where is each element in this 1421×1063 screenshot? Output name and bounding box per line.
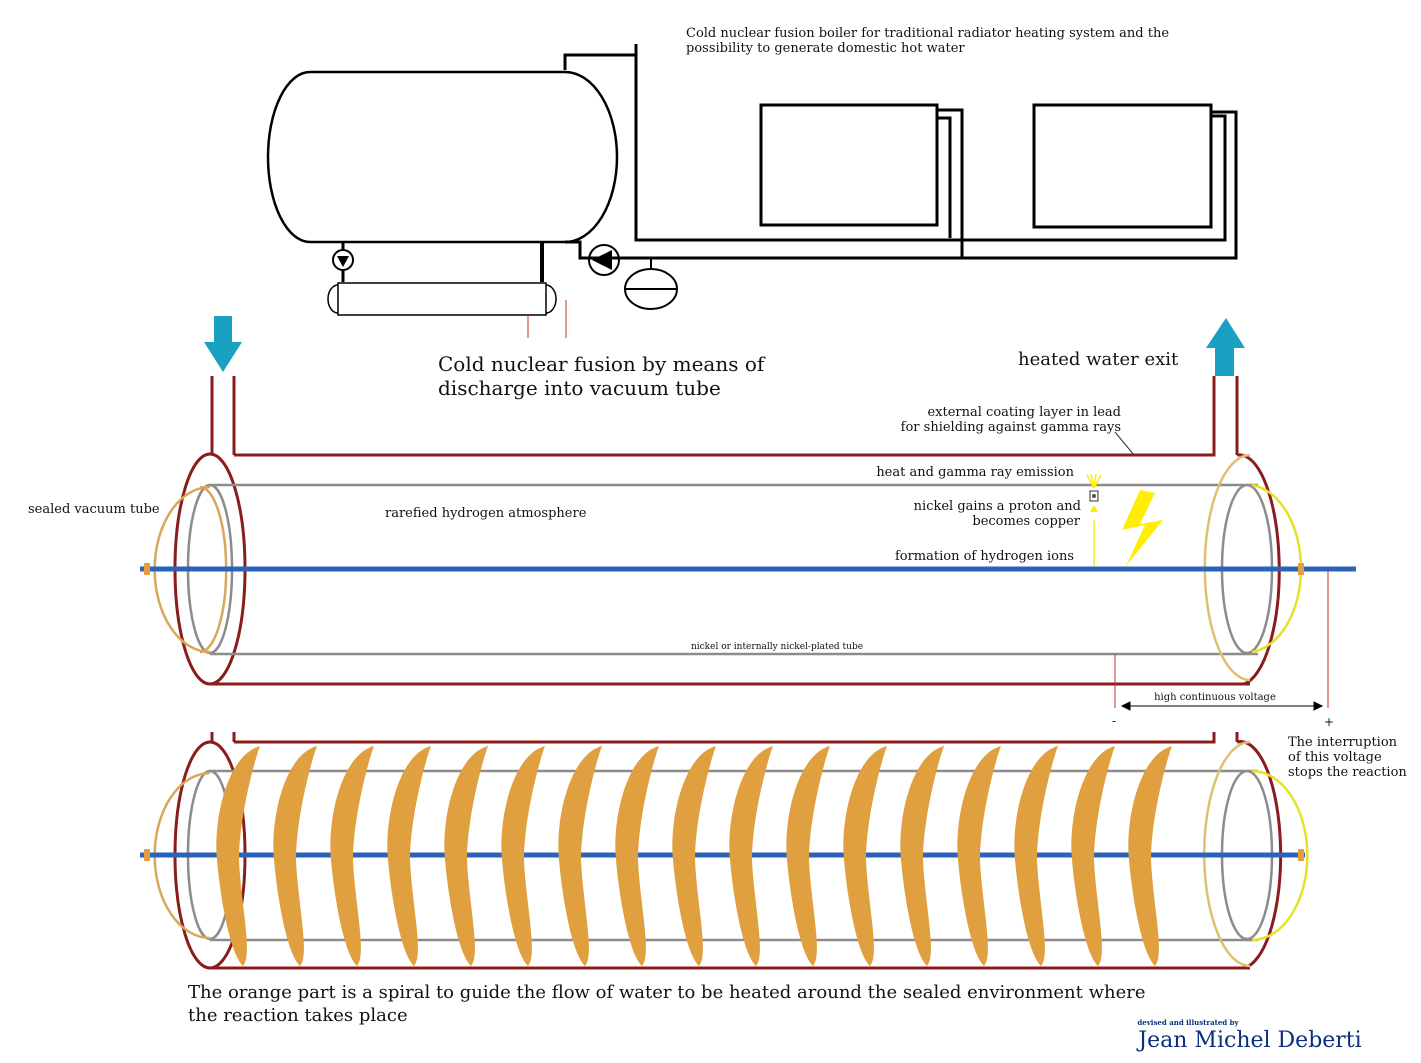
voltage-label: high continuous voltage xyxy=(1154,692,1276,703)
tube-heading-line2: discharge into vacuum tube xyxy=(438,376,721,400)
emission-label: heat and gamma ray emission xyxy=(876,465,1074,480)
spiral-coil xyxy=(1014,746,1058,966)
atmosphere-label: rarefied hydrogen atmosphere xyxy=(385,506,587,521)
tube-heading-line1: Cold nuclear fusion by means of xyxy=(438,352,766,376)
boiler-title-line2: possibility to generate domestic hot wat… xyxy=(686,41,965,56)
electrode-cap-right xyxy=(1298,563,1304,575)
spiral-coil xyxy=(216,746,260,966)
spiral-coil xyxy=(558,746,602,966)
spiral-coil xyxy=(387,746,431,966)
exit-label: heated water exit xyxy=(1018,349,1179,370)
inlet-arrow-icon xyxy=(204,316,242,372)
plus-terminal: + xyxy=(1324,715,1334,729)
outlet-arrow-icon xyxy=(1206,318,1245,376)
voltage-arrow xyxy=(1120,701,1324,711)
boiler-system xyxy=(266,44,1238,338)
boiler-tank xyxy=(266,70,619,244)
spiral-coil xyxy=(330,746,374,966)
spiral-coils xyxy=(216,746,1172,966)
voltage-leads xyxy=(1114,571,1329,708)
radiator-2 xyxy=(1032,103,1213,229)
spiral-coil xyxy=(957,746,1001,966)
sealed-tube-label: sealed vacuum tube xyxy=(28,502,160,517)
spiral-coil xyxy=(843,746,887,966)
spiral-coil xyxy=(501,746,545,966)
radiator-1-feed xyxy=(938,108,964,258)
spiral-coil xyxy=(273,746,317,966)
coating-label-line2: for shielding against gamma rays xyxy=(901,420,1121,435)
lead-shell xyxy=(173,376,1281,686)
credit-small: devised and illustrated by xyxy=(1137,1018,1239,1027)
electrode-cap-left xyxy=(144,563,150,575)
minus-terminal: - xyxy=(1112,714,1116,728)
spiral-lead-shell xyxy=(173,732,1283,970)
spiral-coil xyxy=(786,746,830,966)
boiler-title-line1: Cold nuclear fusion boiler for tradition… xyxy=(686,26,1169,41)
discharge-spark-icon xyxy=(1122,490,1163,566)
nickel-tube-label: nickel or internally nickel-plated tube xyxy=(691,642,863,652)
interrupt-line1: The interruption xyxy=(1288,735,1398,750)
spiral-coil xyxy=(900,746,944,966)
nickel-label-line1: nickel gains a proton and xyxy=(914,499,1081,514)
ions-label: formation of hydrogen ions xyxy=(895,549,1074,564)
spiral-coil xyxy=(615,746,659,966)
pump-icon xyxy=(588,244,620,276)
gamma-emission-icon xyxy=(1086,473,1102,566)
spiral-caption-line1: The orange part is a spiral to guide the… xyxy=(188,982,1146,1003)
return-pipe xyxy=(565,110,1238,260)
credit-name: Jean Michel Deberti xyxy=(1136,1028,1361,1053)
spiral-coil xyxy=(1128,746,1172,966)
spiral-coil xyxy=(444,746,488,966)
spiral-coil xyxy=(729,746,773,966)
spiral-coil xyxy=(672,746,716,966)
nickel-label-line2: becomes copper xyxy=(972,514,1080,529)
interrupt-line2: of this voltage xyxy=(1288,750,1382,765)
spiral-coil xyxy=(1071,746,1115,966)
supply-pipe xyxy=(563,53,1227,242)
proton-arrow xyxy=(1090,505,1098,512)
nickel-atom-icon xyxy=(1089,490,1099,502)
coating-label-line1: external coating layer in lead xyxy=(927,405,1121,420)
interrupt-line3: stops the reaction xyxy=(1288,765,1407,780)
mini-reactor-tube xyxy=(337,282,547,316)
spiral-caption-line2: the reaction takes place xyxy=(188,1005,408,1026)
radiator-1 xyxy=(759,103,939,227)
pump-arrow xyxy=(592,250,612,270)
